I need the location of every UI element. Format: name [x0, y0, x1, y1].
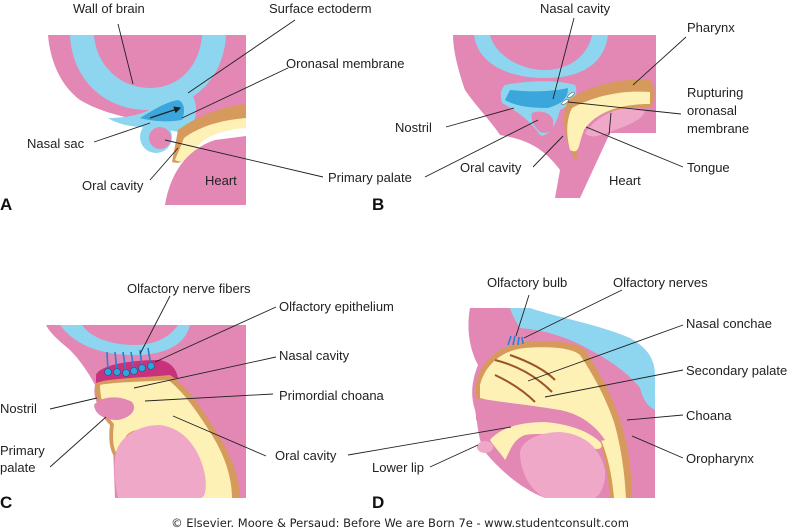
panel-c: Olfactory nerve fibers Olfactory epithel… — [0, 281, 394, 512]
label-olfactory-nerve-fibers: Olfactory nerve fibers — [127, 281, 251, 296]
nasal-arrow — [149, 106, 182, 119]
nasal-cavity — [505, 88, 568, 108]
heart-tissue — [165, 136, 246, 205]
surface-ectoderm — [108, 88, 196, 132]
tongue-mass — [114, 425, 206, 498]
concha-line — [494, 359, 553, 393]
label-lower-lip: Lower lip — [372, 460, 424, 475]
label-primary-palate-1: Primary — [0, 443, 45, 458]
concha-line — [509, 354, 556, 381]
panel-letter-d: D — [372, 493, 384, 512]
label-secondary-palate: Secondary palate — [686, 363, 787, 378]
label-olfactory-nerves: Olfactory nerves — [613, 275, 708, 290]
label-nostril: Nostril — [0, 401, 37, 416]
label-primary-palate-2: palate — [0, 460, 35, 475]
panel-c-leaders — [49, 295, 277, 468]
nerve-fiber — [122, 351, 127, 373]
receptor-cell — [104, 368, 112, 376]
tongue — [585, 108, 645, 137]
label-nasal-conchae: Nasal conchae — [686, 316, 772, 331]
receptor-cell — [147, 362, 155, 370]
label-olfactory-epithelium: Olfactory epithelium — [279, 299, 394, 314]
label-oral-cavity: Oral cavity — [275, 448, 337, 463]
panel-b-leaders — [424, 17, 687, 178]
label-surface-ectoderm: Surface ectoderm — [269, 1, 372, 16]
label-oronasal-membrane: Oronasal membrane — [286, 56, 405, 71]
panel-d: Olfactory bulb Olfactory nerves Nasal co… — [347, 275, 787, 512]
label-nasal-cavity: Nasal cavity — [279, 348, 350, 363]
label-rupturing-1: Rupturing — [687, 85, 743, 100]
panel-c-illustration — [46, 325, 246, 498]
copyright-credit: © Elsevier. Moore & Persaud: Before We a… — [171, 516, 629, 530]
label-nasal-cavity: Nasal cavity — [540, 1, 611, 16]
secondary-palate — [476, 398, 605, 441]
brain-region — [510, 308, 655, 410]
lower-lip — [477, 441, 493, 453]
pharynx-lumen — [567, 91, 650, 152]
receptor-cell — [130, 367, 138, 375]
panel-letter-c: C — [0, 493, 12, 512]
nerve-fiber — [106, 351, 109, 372]
nerve-fiber — [114, 351, 118, 372]
label-primordial-choana: Primordial choana — [279, 388, 385, 403]
label-oral-cavity: Oral cavity — [82, 178, 144, 193]
panel-d-illustration — [468, 308, 655, 498]
brain-wall — [474, 35, 608, 78]
panel-d-leaders — [347, 289, 684, 468]
primary-palate — [94, 397, 135, 420]
label-rupturing-3: membrane — [687, 121, 749, 136]
label-oropharynx: Oropharynx — [686, 451, 754, 466]
label-heart: Heart — [609, 173, 641, 188]
label-nasal-sac: Nasal sac — [27, 136, 85, 151]
receptor-cell — [138, 364, 146, 372]
panel-a: Wall of brain Surface ectoderm Oronasal … — [0, 1, 412, 214]
label-choana: Choana — [686, 408, 732, 423]
olfactory-nerve — [517, 336, 520, 346]
panel-a-leaders — [93, 19, 324, 181]
olfactory-nerve — [521, 336, 524, 345]
tongue — [520, 432, 606, 498]
brain-wall — [60, 325, 190, 355]
nasal-sac — [140, 100, 185, 122]
concha-line — [494, 374, 536, 403]
label-heart: Heart — [205, 173, 237, 188]
label-oral-cavity: Oral cavity — [460, 160, 522, 175]
label-nostril: Nostril — [395, 120, 432, 135]
panel-letter-b: B — [372, 195, 384, 214]
nerve-fiber — [130, 351, 135, 370]
receptor-cell — [122, 369, 130, 377]
panel-letter-a: A — [0, 195, 12, 214]
pharynx-lumen — [175, 118, 246, 162]
olfactory-nerve — [507, 335, 512, 346]
label-olfactory-bulb: Olfactory bulb — [487, 275, 567, 290]
membrane-fragment — [561, 99, 569, 105]
panel-c-olfactory-fibers — [104, 347, 155, 377]
label-tongue: Tongue — [687, 160, 730, 175]
olfactory-nerve — [512, 335, 516, 346]
panel-b: Nasal cavity Pharynx Rupturing oronasal … — [372, 1, 749, 214]
label-pharynx: Pharynx — [687, 20, 735, 35]
panel-a-illustration — [48, 35, 246, 205]
label-primary-palate: Primary palate — [328, 170, 412, 185]
receptor-cell — [113, 368, 121, 376]
primary-palate-core — [149, 127, 171, 149]
label-rupturing-2: oronasal — [687, 103, 737, 118]
nasal-cavity-lumen — [480, 347, 626, 498]
label-wall-of-brain: Wall of brain — [73, 1, 145, 16]
oral-cavity-lumen — [490, 422, 602, 460]
panel-b-illustration — [453, 35, 656, 198]
membrane-fragment — [567, 92, 575, 98]
primary-palate-core — [531, 111, 554, 133]
